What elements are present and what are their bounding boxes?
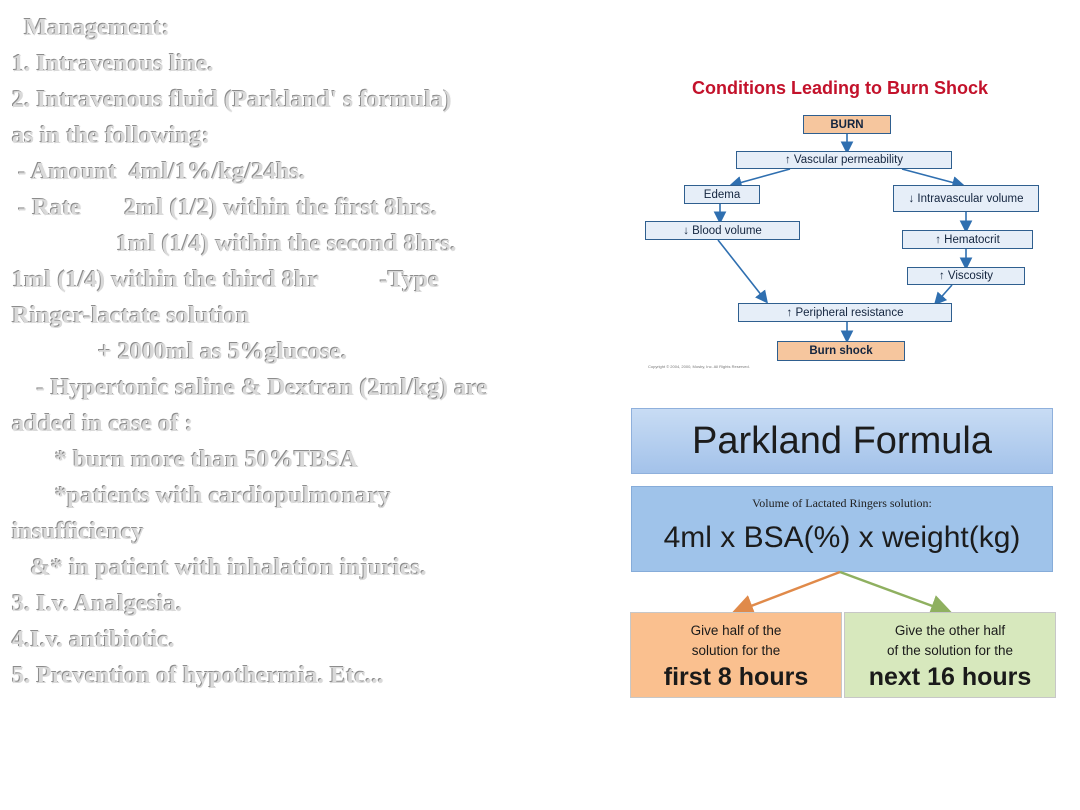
management-line: + 2000ml as 5%glucose. — [12, 338, 348, 365]
next-16-hours-label: next 16 hours — [868, 663, 1032, 691]
management-line: 5. Prevention of hypothermia. Etc... — [12, 662, 384, 689]
management-line: * burn more than 50%TBSA — [12, 446, 359, 473]
next-16-hours-line1: Give the other half — [894, 623, 1006, 638]
parkland-formula-panel: Parkland Formula Volume of Lactated Ring… — [628, 406, 1056, 702]
node-vascular-permeability: ↑ Vascular permeability — [736, 151, 952, 169]
first-8-hours-line1: Give half of the — [690, 623, 782, 638]
arrow-permeability-to-edema — [728, 168, 791, 189]
management-line: 3. I.v. Analgesia. — [12, 590, 183, 617]
node-edema: Edema — [684, 185, 760, 204]
management-line: 1ml (1/4) within the second 8hrs. — [12, 230, 457, 257]
node-hematocrit: ↑ Hematocrit — [902, 230, 1033, 249]
burn-shock-diagram: Conditions Leading to Burn Shock BURN ↑ … — [640, 72, 1040, 372]
next-16-hours-line2: of the solution for the — [886, 643, 1014, 658]
management-line: 2. Intravenous fluid (Parkland' s formul… — [12, 86, 452, 113]
first-8-hours-line2: solution for the — [691, 643, 781, 658]
parkland-subtitle: Volume of Lactated Ringers solution: — [752, 496, 932, 510]
node-viscosity: ↑ Viscosity — [907, 267, 1025, 285]
management-line: &* in patient with inhalation injuries. — [12, 554, 427, 581]
management-line: 1ml (1/4) within the third 8hr -Type — [12, 266, 440, 293]
parkland-equation: 4ml x BSA(%) x weight(kg) — [663, 521, 1021, 554]
parkland-title: Parkland Formula — [631, 408, 1053, 474]
diagram-title: Conditions Leading to Burn Shock — [692, 78, 988, 98]
first-8-hours-box: Give half of the solution for the first … — [630, 612, 842, 698]
arrow-viscosity-to-resistance — [933, 284, 953, 306]
arrow-to-first-8-hours — [730, 570, 841, 617]
node-peripheral-resistance: ↑ Peripheral resistance — [738, 303, 952, 322]
parkland-arrows — [730, 570, 954, 617]
management-heading: Management: — [12, 14, 170, 41]
management-line: - Hypertonic saline & Dextran (2ml/kg) a… — [12, 374, 488, 401]
management-line: - Rate 2ml (1/2) within the first 8hrs. — [12, 194, 438, 221]
management-line: 1. Intravenous line. — [12, 50, 214, 77]
management-line: insufficiency — [12, 518, 145, 545]
node-blood-volume: ↓ Blood volume — [645, 221, 800, 240]
arrow-blood-volume-to-resistance — [717, 239, 768, 304]
node-intravascular-volume: ↓ Intravascular volume — [893, 185, 1039, 212]
management-text: Management: 1. Intravenous line. 2. Intr… — [12, 10, 612, 694]
management-line: added in case of : — [12, 410, 194, 437]
management-line: Ringer-lactate solution — [12, 302, 250, 329]
arrow-permeability-to-intravascular — [901, 168, 966, 189]
node-burn-shock: Burn shock — [777, 341, 905, 361]
diagram-arrows — [713, 134, 973, 344]
arrow-to-next-16-hours — [839, 570, 954, 617]
diagram-copyright: Copyright © 2004, 2000, Mosby, Inc. All … — [648, 364, 750, 369]
management-line: - Amount 4ml/1%/kg/24hs. — [12, 158, 306, 185]
next-16-hours-box: Give the other half of the solution for … — [844, 612, 1056, 698]
first-8-hours-label: first 8 hours — [663, 663, 809, 691]
management-line: *patients with cardiopulmonary — [12, 482, 392, 509]
node-burn: BURN — [803, 115, 891, 134]
management-line: 4.I.v. antibiotic. — [12, 626, 175, 653]
management-line: as in the following: — [12, 122, 211, 149]
